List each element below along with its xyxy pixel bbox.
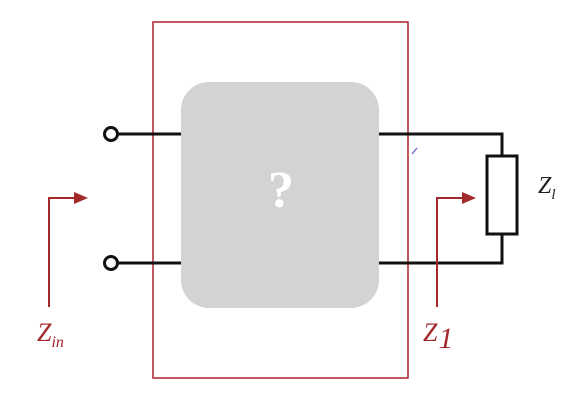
unknown-network-block: [181, 82, 379, 308]
input-terminal-top: [103, 126, 119, 142]
network-boundary: [152, 21, 409, 379]
frame-tick-mark: [411, 147, 418, 155]
z1-arrow-head: [462, 192, 476, 204]
zin-arrow-head: [74, 192, 88, 204]
z1-label: Z1: [423, 318, 453, 355]
zl-label-sub: l: [551, 187, 555, 203]
z1-arrow: [436, 197, 464, 307]
load-resistor: [485, 154, 519, 236]
z1-label-base: Z: [423, 318, 438, 347]
zl-label-base: Z: [538, 173, 552, 199]
input-terminal-bottom: [103, 255, 119, 271]
z1-label-sub: 1: [438, 322, 453, 355]
zin-label-sub: in: [51, 334, 63, 351]
zin-arrow: [48, 197, 76, 307]
zl-label: Zl: [538, 173, 556, 203]
output-wire-top: [376, 132, 504, 156]
unknown-symbol: ?: [268, 162, 294, 219]
zin-label-base: Z: [37, 318, 52, 347]
output-wire-bottom: [376, 234, 504, 265]
zin-label: Zin: [37, 318, 64, 351]
